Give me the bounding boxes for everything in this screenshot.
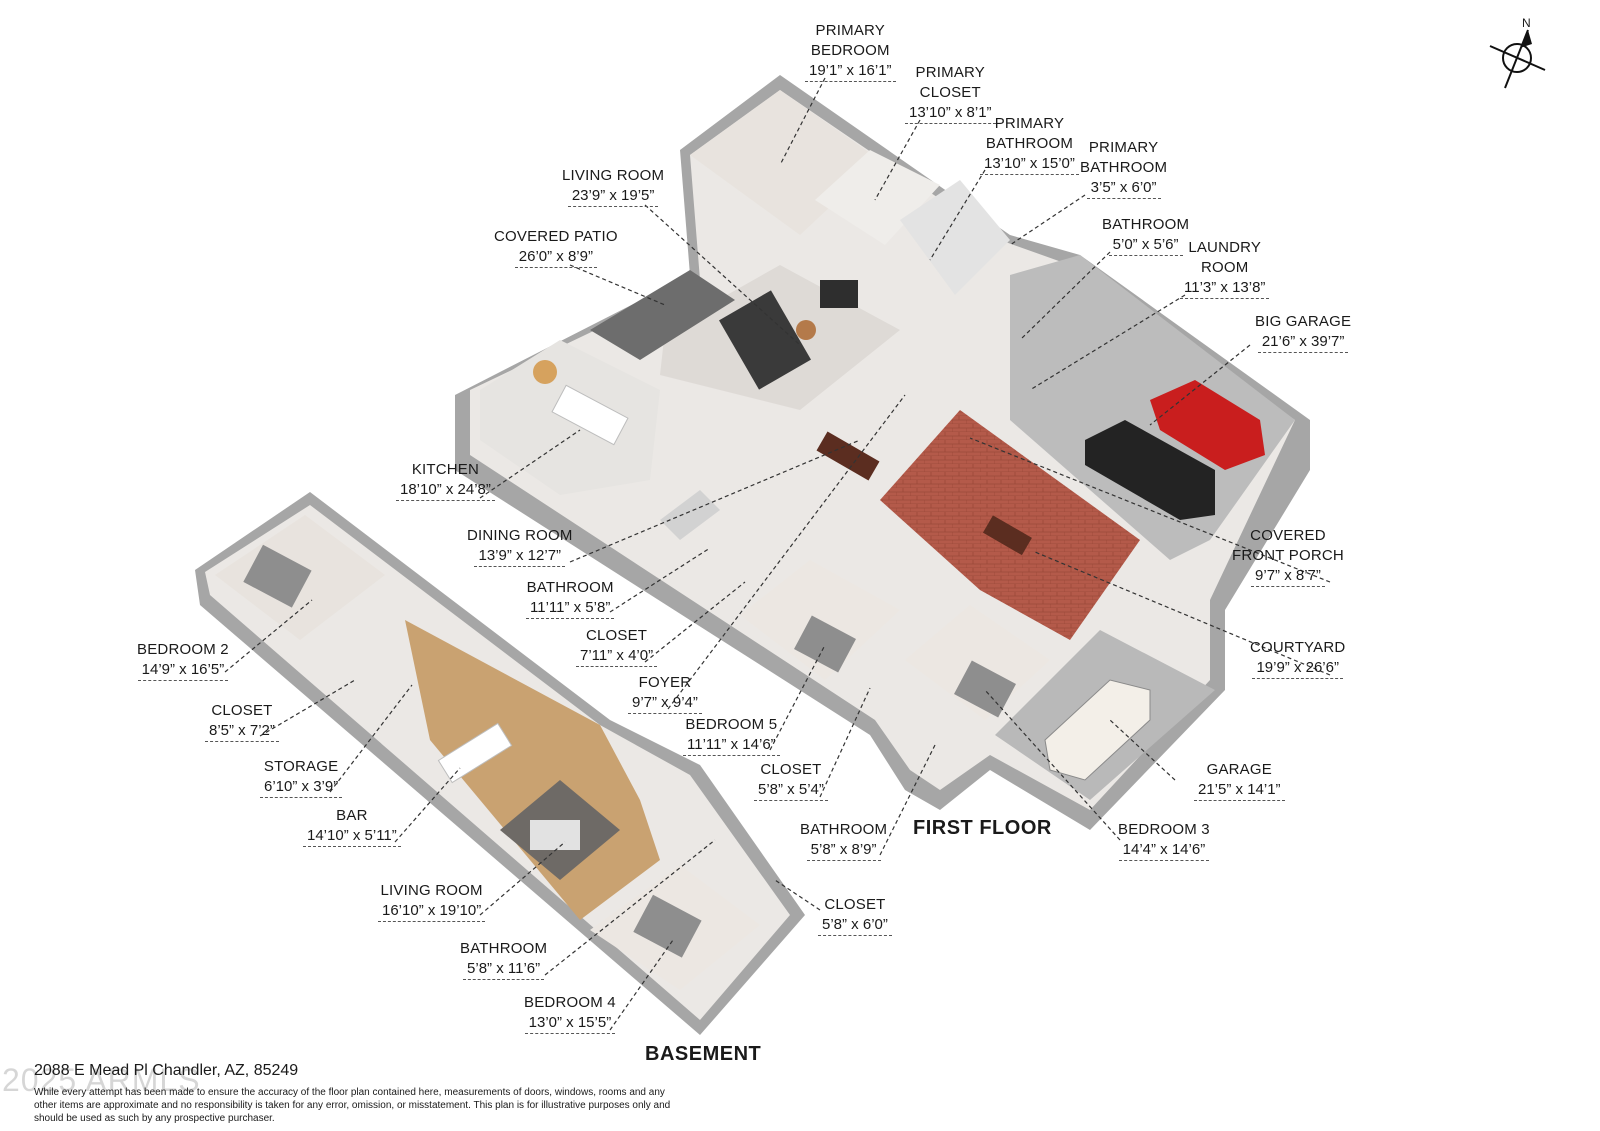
leader-lines [224,77,1331,1031]
first-floor-title: FIRST FLOOR [913,817,1052,839]
address: 2088 E Mead Pl Chandler, AZ, 85249 [34,1062,299,1079]
basement-title: BASEMENT [645,1043,762,1065]
covered-patio-floor [590,270,735,360]
watermark: 2025 ARMLS [2,1062,201,1098]
white-car [1044,679,1151,781]
black-suv [1085,420,1215,520]
courtyard-floor [880,410,1140,640]
bedroom-3-floor [905,605,1050,720]
primary-bath-floor [900,180,1010,295]
north-arrow [1489,29,1546,89]
primary-closet-floor [815,150,940,245]
disclaimer: While every attempt has been made to ens… [34,1087,671,1124]
basement-plan [195,492,805,1035]
first-floor-slab [470,90,1295,810]
north-letter: N [1522,16,1531,30]
first-floor-plan [455,75,1310,830]
